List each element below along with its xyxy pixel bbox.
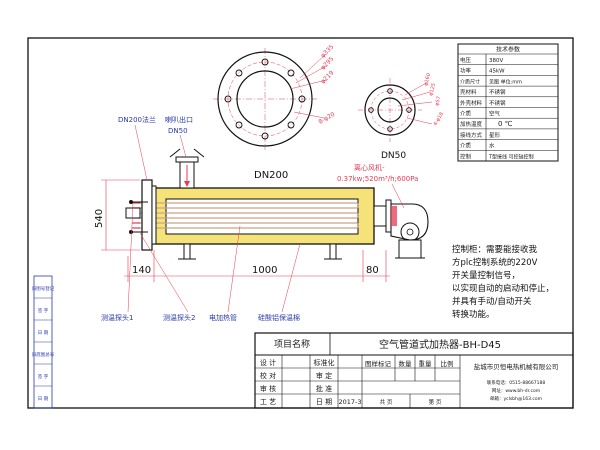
param-value: 380V	[489, 58, 503, 64]
param-label: 介质	[460, 110, 472, 118]
tb-total: 共 页	[380, 398, 393, 406]
tb-approve: 批 准	[316, 384, 332, 393]
dim-height: 540	[94, 209, 105, 228]
tb-date-label: 日 期	[316, 398, 332, 406]
param-value: 星形	[489, 131, 501, 139]
heating-tubes	[138, 202, 356, 229]
stamp-label: 旧图号登记	[32, 285, 55, 292]
note-line: 以实现自动的启动和停止，	[452, 283, 554, 294]
note-line: 并具有手动/自动开关	[452, 296, 532, 307]
side-stamp-column: 旧图号登记 签 字 日 期 旧底图总号 签 字 日 期	[32, 275, 55, 409]
tb-verify: 审 定	[316, 371, 332, 380]
note-line: 方plc控制系统的220V	[452, 257, 538, 268]
tb-design: 设 计	[260, 358, 276, 367]
callout-outlet-size: DN50	[168, 127, 188, 135]
callout-fan-spec: 0.37kw;520m³/h;600Pa	[337, 175, 418, 183]
note-line: 控制柜：需要能接收我	[452, 244, 538, 255]
dim-label: φ219	[319, 69, 335, 85]
param-value: 0 ℃	[498, 120, 513, 128]
callout-insulation: 硅酸铝保温棉	[258, 313, 300, 322]
param-value: 水	[489, 142, 495, 150]
note-line: 开关量控制信号，	[452, 270, 520, 281]
tb-weight: 重量	[419, 360, 433, 368]
dim-label: φ160	[423, 73, 432, 87]
tech-params-title: 技术参数	[496, 46, 520, 54]
callout-fan: 离心风机-	[354, 163, 385, 172]
company-name: 盐城市贝恒电热机械有限公司	[474, 362, 559, 371]
stamp-label: 签 字	[38, 307, 49, 314]
dim-middle: 1000	[252, 265, 277, 276]
callout-flange: DN200法兰	[118, 115, 156, 124]
tb-quantity: 数量	[399, 359, 413, 368]
contact-line: 邮箱：yclsbh@163.com	[490, 395, 542, 402]
callout-outlet: 喇叭出口	[165, 115, 193, 124]
callout-probe2: 测温探头2	[163, 313, 195, 322]
param-label: 介质	[460, 142, 472, 150]
callout-probe1: 测温探头1	[101, 313, 133, 322]
param-value: T型接线 可控硅控制	[488, 153, 534, 160]
dn50-flange-view: φ160 φ125 φ57 4-φ18 DN50	[358, 73, 445, 161]
param-value: 不锈钢	[489, 88, 506, 96]
tb-date: 2017-3	[338, 398, 361, 406]
param-label: 控制	[460, 152, 472, 160]
dim-label: φ125	[428, 83, 437, 97]
item-name-label: 项目名称	[274, 338, 310, 350]
callout-group: DN200法兰 喇叭出口 DN50 离心风机- 0.37kw;520m³/h;6…	[101, 115, 418, 322]
param-label: 加热温度	[460, 120, 483, 128]
dim-left: 140	[132, 265, 151, 276]
param-label: 壳材料	[460, 88, 477, 96]
tb-scale: 比例	[441, 359, 454, 368]
tb-standardize: 标准化	[314, 358, 335, 367]
param-label: 功率	[460, 67, 472, 75]
tb-drawing-mark: 图样标记	[365, 359, 392, 368]
title-block: 项目名称 空气管道式加热器-BH-D45 设 计 校 对 审 核 工 艺 标准化…	[254, 332, 574, 409]
param-value: 空气	[489, 110, 501, 118]
param-label: 电压	[460, 56, 472, 64]
heater-side-view	[125, 148, 429, 260]
callout-heating-tube: 电加热管	[209, 313, 237, 322]
control-note: 控制柜：需要能接收我 方plc控制系统的220V 开关量控制信号， 以实现自动的…	[452, 244, 554, 320]
stamp-label: 旧底图总号	[32, 351, 55, 358]
dim-right: 80	[366, 265, 379, 276]
contact-line: 网址：www.bh-dr.com	[492, 387, 540, 394]
dim-label: 4-φ18	[433, 111, 446, 127]
tb-review: 审 核	[260, 384, 276, 393]
dim-label: 8-φ20	[318, 111, 337, 126]
tb-check: 校 对	[260, 371, 276, 380]
param-label: 介质尺寸	[460, 78, 480, 85]
tech-params-table: 技术参数 电压 380V 功率 45kW 介质尺寸 见图 单位:mm 壳材料 不…	[457, 43, 559, 162]
param-label: 接线方式	[460, 131, 483, 139]
dim-label: φ57	[434, 96, 442, 107]
dimension-group	[101, 179, 390, 282]
dim-label: φ335	[319, 43, 335, 59]
stamp-label: 签 字	[38, 373, 49, 380]
item-name: 空气管道式加热器-BH-D45	[379, 338, 501, 351]
view-label: DN50	[381, 151, 406, 161]
param-label: 外壳材料	[460, 99, 483, 107]
dn200-flange-view: φ335 φ295 φ219 8-φ20 DN200	[213, 43, 336, 181]
view-label: DN200	[254, 170, 288, 181]
tb-page: 第 页	[429, 398, 442, 406]
contact-line: 联系电话：0515-88667188	[487, 379, 546, 386]
note-line: 转换功能。	[452, 309, 495, 320]
tb-process: 工 艺	[260, 398, 276, 406]
param-value: 见图 单位:mm	[489, 78, 522, 85]
param-value: 不锈钢	[489, 99, 506, 107]
stamp-label: 日 期	[38, 396, 49, 402]
param-value: 45kW	[489, 69, 505, 75]
stamp-label: 日 期	[38, 330, 49, 336]
